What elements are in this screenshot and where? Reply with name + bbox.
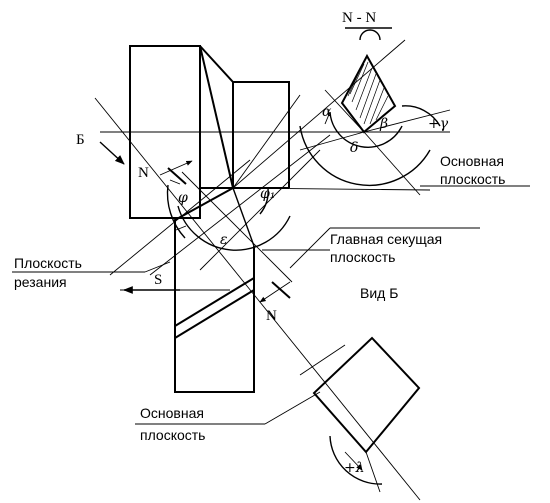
leader-lines	[12, 185, 530, 425]
main-plane-label-1: Основная	[440, 153, 504, 169]
section-nn	[299, 27, 451, 196]
phi1-angle: φ₁	[260, 186, 275, 202]
feed-label: S	[154, 272, 162, 288]
n-label-left: N	[138, 165, 149, 181]
section-hatching	[347, 61, 389, 125]
main-secant-plane-label-b: плоскость	[330, 249, 395, 265]
section-title: N - N	[342, 10, 376, 26]
main-plane-label-2: Основная	[140, 405, 204, 421]
n-label-bottom: N	[266, 308, 277, 324]
phi-angle: φ	[178, 190, 188, 206]
view-b	[299, 336, 421, 493]
tool-shank	[174, 187, 255, 393]
angle-arcs-main	[166, 179, 291, 251]
cutting-plane-label: Плоскость	[14, 255, 82, 271]
section-marker-n-bottom	[259, 281, 291, 303]
cutting-plane-label-b: резания	[14, 274, 67, 290]
view-b-letter: Б	[76, 132, 85, 148]
epsilon-angle: ε	[220, 232, 228, 248]
gamma-angle: +γ	[428, 116, 449, 132]
view-b-arrow	[99, 141, 125, 165]
beta-angle: β	[379, 116, 388, 132]
view-b-title: Вид Б	[360, 285, 398, 301]
delta-angle: δ	[350, 140, 358, 156]
main-plane-label-1b: плоскость	[440, 171, 505, 187]
main-plane-label-2b: плоскость	[140, 427, 205, 443]
main-secant-plane-label: Главная секущая	[330, 231, 442, 247]
section-marker-n-top	[159, 160, 193, 185]
alpha-angle: α	[322, 104, 332, 120]
lambda-angle: +λ	[344, 460, 365, 476]
construction-lines	[94, 39, 440, 501]
